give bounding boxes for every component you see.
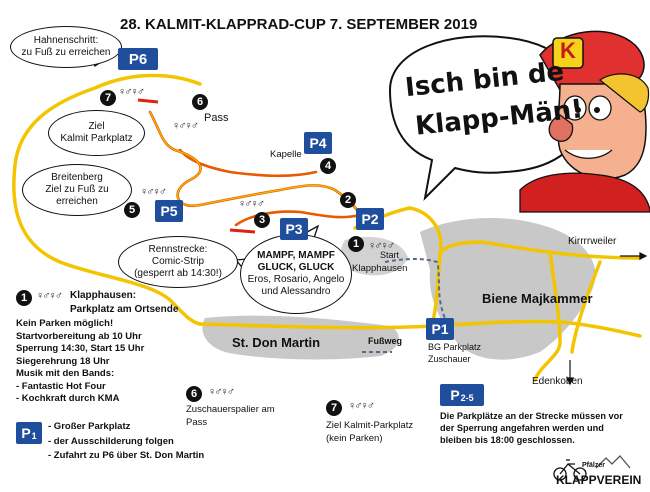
label-fussweg: Fußweg (368, 336, 402, 346)
bubble-mampf: MAMPF, MAMPF GLUCK, GLUCK Eros, Rosario,… (240, 234, 352, 314)
bubble-breitenberg-line2: Ziel zu Fuß zu (45, 184, 109, 195)
legend-7-line: Ziel Kalmit-Parkplatz (326, 420, 414, 431)
label-bg-parking-1: BG Parkplatz (428, 342, 482, 352)
bubble-hahnenschritt-line2: zu Fuß zu erreichen (21, 47, 111, 58)
spectators-icon: ♀♂♀♂ (172, 120, 199, 132)
marker-6: 6 (192, 94, 208, 110)
logo-bike (553, 455, 631, 481)
spectators-icon: ♀♂♀♂ (140, 186, 167, 198)
legend-6-line: Pass (186, 416, 208, 428)
legend-start-subheading: Parkplatz am Ortsende (70, 304, 179, 315)
spectators-icon: ♀♂♀♂ (118, 86, 145, 98)
mascot-cap-letter: K (560, 38, 576, 63)
bubble-ziel: Ziel Kalmit Parkplatz (48, 110, 145, 156)
legend-p25-line: Die Parkplätze an der Strecke müssen vor (440, 411, 623, 421)
bubble-breitenberg: Breitenberg Ziel zu Fuß zu erreichen (22, 164, 132, 216)
label-pass: Pass (204, 112, 229, 124)
legend-start-spectators-icon: ♀♂♀♂ (36, 290, 63, 302)
legend-p1-lines: - Großer Parkplatz - der Ausschilderung … (48, 420, 204, 464)
marker-4: 4 (320, 158, 336, 174)
spectators-icon: ♀♂♀♂ (368, 240, 395, 252)
marker-3: 3 (254, 212, 270, 228)
legend-p1-line: - Zufahrt zu P6 über St. Don Martin (48, 450, 205, 462)
legend-7-spectators-icon: ♀♂♀♂ (348, 400, 375, 412)
legend-7-marker: 7 (326, 400, 342, 416)
parking-p4: P4 (304, 132, 332, 154)
bubble-rennstrecke-line1: Rennstrecke: (148, 244, 208, 255)
spectators-icon: ♀♂♀♂ (238, 198, 265, 210)
bubble-ziel-line1: Ziel (88, 121, 105, 132)
label-start: Start (380, 250, 400, 260)
bubble-rennstrecke-line2: Comic-Strip (151, 256, 205, 267)
bubble-ziel-line2: Kalmit Parkplatz (60, 133, 133, 144)
bubble-mampf-line4: und Alessandro (261, 286, 331, 297)
bubble-mampf-line3: Eros, Rosario, Angelo (247, 274, 345, 285)
parking-p1: P1 (426, 318, 454, 340)
parking-p3: P3 (280, 218, 308, 240)
marker-1: 1 (348, 236, 364, 252)
label-edenkoben: Edenkoben (532, 376, 583, 387)
legend-7-lines: Ziel Kalmit-Parkplatz (kein Parken) (326, 420, 413, 445)
parking-p2: P2 (356, 208, 384, 230)
legend-p1-line: - der Ausschilderung folgen (48, 435, 174, 447)
bubble-hahnenschritt-line1: Hahnenschritt: (33, 35, 99, 46)
label-kirrweiler: Kirrrrweiler (568, 236, 617, 247)
legend-p25-lines: Die Parkplätze an der Strecke müssen vor… (440, 410, 623, 446)
legend-start-marker: 1 (16, 290, 32, 306)
label-maikammer: Biene Majkammer (482, 291, 593, 306)
parking-p5: P5 (155, 200, 183, 222)
footpath (384, 258, 449, 323)
legend-6-line: Zuschauerspalier am (186, 404, 275, 415)
legend-start-line: Sperrung 14:30, Start 15 Uhr (16, 343, 145, 355)
label-bg-parking-2: Zuschauer (428, 354, 471, 364)
logo-big-text: KLAPPVEREIN (556, 473, 642, 487)
label-kapelle: Kapelle (270, 149, 302, 160)
direction-arrows (566, 252, 648, 386)
legend-p1-line: - Großer Parkplatz (48, 421, 131, 432)
legend-p25-line: der Sperrung angefahren werden und (440, 423, 604, 434)
marker-7: 7 (100, 90, 116, 106)
bubble-rennstrecke: Rennstrecke: Comic-Strip (gesperrt ab 14… (118, 236, 238, 288)
bubble-hahnenschritt: Hahnenschritt: zu Fuß zu erreichen (10, 26, 122, 68)
legend-start-line: Musik mit den Bands: (16, 368, 115, 380)
road-segment-red-2 (229, 228, 256, 234)
road-segment-red (137, 98, 159, 104)
parking-p6: P6 (118, 48, 158, 70)
legend-start-line: Kein Parken möglich! (16, 318, 114, 329)
label-klapphausen: Klapphausen (352, 263, 408, 274)
legend-start-lines: Kein Parken möglich! Startvorbereitung a… (16, 318, 144, 406)
legend-start-line: Siegerehrung 18 Uhr (16, 355, 110, 367)
marker-2: 2 (340, 192, 356, 208)
label-st-martin: St. Don Martin (232, 335, 321, 350)
legend-start-line: Startvorbereitung ab 10 Uhr (16, 330, 142, 342)
marker-5: 5 (124, 202, 140, 218)
legend-6-lines: Zuschauerspalier am Pass (186, 404, 275, 429)
legend-p25-line: bleiben bis 18:00 geschlossen. (440, 435, 575, 446)
legend-start-line: - Fantastic Hot Four (16, 380, 106, 392)
legend-6-marker: 6 (186, 386, 202, 402)
page-title: 28. KALMIT-KLAPPRAD-CUP 7. SEPTEMBER 201… (120, 16, 478, 33)
legend-start-line: - Kochkraft durch KMA (16, 393, 120, 405)
legend-start-heading: Klapphausen: (70, 290, 137, 301)
bubble-mampf-line1: MAMPF, MAMPF (257, 250, 335, 261)
logo-small-text: Pfälzer (582, 462, 605, 469)
mascot-illustration (519, 30, 650, 213)
bubble-rennstrecke-line3: (gesperrt ab 14:30!) (134, 268, 222, 279)
bubble-mampf-line2: GLUCK, GLUCK (257, 262, 335, 273)
race-route-highlight (149, 111, 361, 216)
bubble-breitenberg-line3: erreichen (56, 196, 98, 207)
legend-7-line: (kein Parken) (326, 432, 383, 444)
legend-6-spectators-icon: ♀♂♀♂ (208, 386, 235, 398)
bubble-breitenberg-line1: Breitenberg (51, 172, 103, 183)
